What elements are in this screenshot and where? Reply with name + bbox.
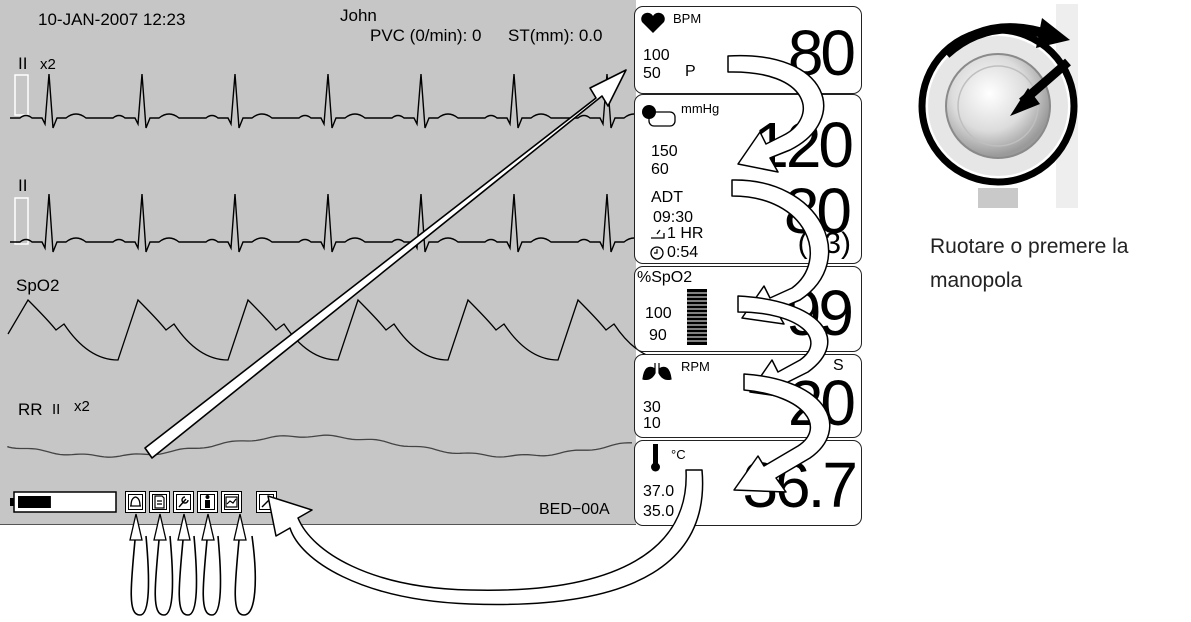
datetime: 10-JAN-2007 12:23	[38, 10, 186, 29]
nibp-interval: 1 HR	[667, 225, 704, 242]
ecg1-calibration-mark	[14, 74, 29, 116]
rr-waveform	[7, 434, 632, 458]
report-button[interactable]	[149, 491, 170, 513]
rr-wave-label: RR	[18, 400, 43, 419]
alarm-button[interactable]	[125, 491, 146, 513]
alarm-icon	[130, 496, 141, 507]
hr-alarm-high: 100	[643, 47, 670, 64]
resp-box[interactable]: RPM S 30 10 20	[634, 354, 862, 438]
bed-id: BED−00A	[539, 501, 610, 518]
thermometer-icon	[651, 444, 660, 472]
hr-box[interactable]: BPM 100 50 P 80	[634, 6, 862, 94]
resp-alarm-low: 10	[643, 415, 661, 432]
resp-alarm-high: 30	[643, 399, 661, 416]
ecg2-calibration-mark	[14, 197, 29, 245]
ecg1-gain-label: x2	[40, 56, 56, 73]
st-readout: ST(mm): 0.0	[508, 26, 603, 45]
ecg2-waveform	[10, 193, 646, 253]
loop-arrow-2	[154, 529, 174, 616]
control-knob-image	[918, 4, 1078, 208]
spo2-unit: %SpO2	[637, 269, 693, 286]
battery-indicator	[10, 491, 117, 513]
monitor-screen: 10-JAN-2007 12:23 John PVC (0/min): 0 ST…	[0, 0, 669, 525]
pencil-icon	[261, 497, 272, 508]
heart-icon	[641, 12, 665, 33]
lungs-icon	[642, 363, 672, 380]
hr-source: P	[685, 63, 696, 80]
nibp-cuff-icon	[642, 105, 676, 127]
spo2-value: 99	[785, 277, 854, 349]
loop-arrow-5	[234, 529, 257, 616]
nibp-alarm-high: 150	[651, 143, 678, 160]
nibp-time: 09:30	[653, 209, 694, 226]
nibp-countdown: 0:54	[667, 244, 699, 261]
hr-alarm-low: 50	[643, 65, 661, 82]
loop-arrow-4	[202, 529, 222, 616]
patient-button[interactable]	[197, 491, 218, 513]
pvc-readout: PVC (0/min): 0	[370, 26, 482, 45]
nibp-unit: mmHg	[681, 101, 720, 116]
ecg1-lead-label: II	[18, 54, 28, 73]
spo2-alarm-low: 90	[649, 327, 667, 344]
document-icon	[154, 495, 165, 509]
nibp-systolic: 120	[753, 109, 854, 181]
instruction-caption: Ruotare o premere la manopola	[930, 235, 1129, 292]
trend-icon	[225, 496, 238, 508]
rr-lead-label: II	[52, 401, 61, 418]
temp-box[interactable]: °C 37.0 35.0 36.7	[634, 440, 862, 526]
spo2-box[interactable]: %SpO2 100 90 99	[634, 266, 862, 352]
repeat-icon	[651, 229, 665, 239]
temp-unit: °C	[671, 447, 686, 462]
nibp-alarm-low: 60	[651, 161, 669, 178]
temp-value: 36.7	[742, 449, 858, 521]
temp-alarm-high: 37.0	[643, 483, 675, 500]
edit-button[interactable]	[256, 491, 277, 513]
loop-arrow-1	[130, 529, 150, 616]
nibp-box[interactable]: mmHg 150 60 120 ADT 09:30 1 HR 0:54 80 (…	[634, 94, 862, 264]
resp-value: 20	[787, 367, 856, 439]
nibp-mean: (93)	[797, 227, 851, 260]
spo2-pulse-bar	[687, 289, 707, 345]
spo2-alarm-high: 100	[645, 305, 672, 322]
spo2-waveform	[7, 298, 669, 361]
ecg2-lead-label: II	[18, 176, 28, 195]
patient-name: John	[340, 6, 377, 25]
patient-icon	[205, 495, 210, 508]
setup-button[interactable]	[173, 491, 194, 513]
parameter-panel: BPM 100 50 P 80 mmHg 150 60 120 ADT 09:3…	[634, 6, 862, 526]
trend-button[interactable]	[221, 491, 242, 513]
loop-arrow-3	[178, 529, 198, 616]
hr-unit: BPM	[673, 11, 702, 26]
resp-unit: RPM	[681, 359, 710, 374]
wrench-icon	[178, 496, 189, 508]
hr-value: 80	[787, 17, 856, 89]
ecg1-waveform	[10, 73, 646, 129]
nibp-mode: ADT	[651, 189, 683, 206]
rr-gain-label: x2	[74, 398, 90, 415]
resp-source: S	[833, 357, 844, 374]
clock-icon	[650, 246, 664, 260]
temp-alarm-low: 35.0	[643, 503, 675, 520]
spo2-wave-label: SpO2	[16, 276, 60, 295]
